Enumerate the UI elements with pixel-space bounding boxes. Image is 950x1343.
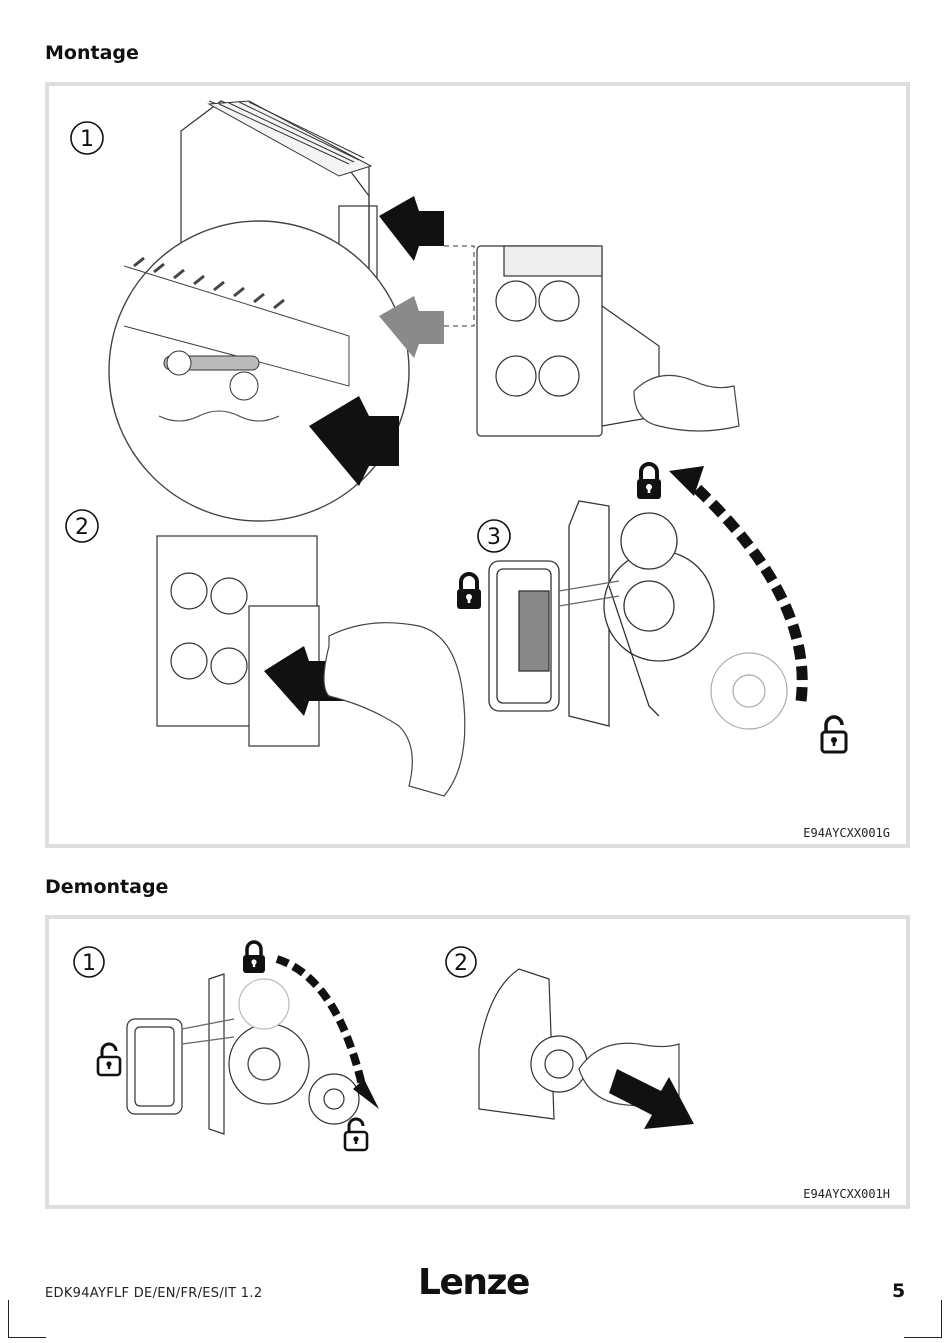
demontage-figure: 1 2: [45, 915, 910, 1209]
lock-open-icon: [96, 1042, 122, 1077]
step-3-marker: 3: [477, 519, 511, 553]
step-1-marker: 1: [70, 121, 104, 155]
step-2-marker: 2: [65, 509, 99, 543]
communication-module: [476, 245, 660, 437]
montage-illustration: 1: [65, 100, 848, 797]
figure-code-montage: E94AYCXX001G: [803, 826, 890, 840]
svg-text:1: 1: [82, 951, 96, 976]
section-title-montage: Montage: [45, 42, 139, 64]
crop-mark-left-horizontal: [8, 1337, 46, 1338]
lock-closed-icon: [455, 572, 483, 611]
svg-text:1: 1: [80, 127, 94, 152]
lock-open-icon: [343, 1117, 369, 1152]
arrow-icon: [309, 196, 444, 486]
module-inserted: [156, 535, 320, 747]
step-2-marker: 2: [445, 946, 477, 978]
demontage-illustration: 1 2: [73, 940, 694, 1152]
lenze-logo: Lenze: [418, 1262, 530, 1303]
crop-mark-right-horizontal: [904, 1337, 942, 1338]
arrow-icon: [669, 466, 808, 702]
svg-text:2: 2: [454, 951, 468, 976]
lock-open-icon: [820, 715, 848, 754]
module-removal: [478, 968, 588, 1120]
figure-code-demontage: E94AYCXX001H: [803, 1187, 890, 1201]
lock-closed-icon: [241, 940, 267, 975]
step-1-marker: 1: [73, 946, 105, 978]
crop-mark-right-vertical: [941, 1300, 942, 1338]
cooling-fins: [207, 100, 373, 177]
montage-figure: 1: [45, 82, 910, 848]
document-id: EDK94AYFLF DE/EN/FR/ES/IT 1.2: [45, 1286, 263, 1301]
svg-text:2: 2: [75, 515, 89, 540]
lock-closed-icon: [635, 462, 663, 501]
hand-icon: [323, 622, 466, 797]
svg-text:3: 3: [487, 525, 501, 550]
locking-mechanism: [488, 500, 715, 727]
crop-mark-left-vertical: [8, 1300, 9, 1338]
hand-icon: [633, 374, 740, 432]
section-title-demontage: Demontage: [45, 876, 169, 898]
arrow-icon: [275, 955, 379, 1109]
locking-mechanism: [126, 973, 360, 1135]
arrow-icon: [609, 1069, 694, 1129]
locking-ring-rotated: [710, 652, 788, 730]
page-number: 5: [892, 1280, 906, 1302]
